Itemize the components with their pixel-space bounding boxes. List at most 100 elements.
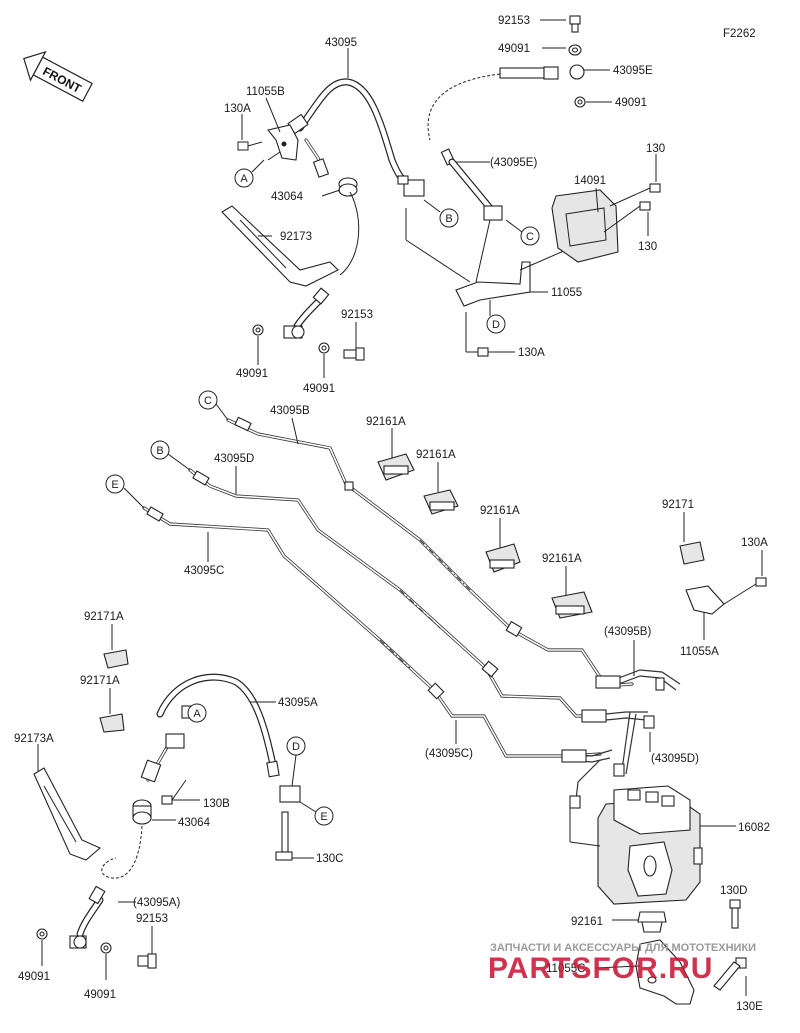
label-11055: 11055 <box>551 287 582 299</box>
hose-block-fitting <box>165 733 185 749</box>
label-92161a: 92161A <box>416 449 456 461</box>
bolt-130-icon <box>603 201 651 233</box>
svg-text:D: D <box>292 741 300 753</box>
label-92161: 92161 <box>571 916 603 928</box>
label-92161a: 92161A <box>542 553 582 565</box>
label-130e: 130E <box>736 1001 763 1013</box>
svg-text:B: B <box>156 445 163 457</box>
label-11055b: 11055B <box>246 86 285 98</box>
grommet-43064-icon <box>132 799 152 825</box>
label-92171a: 92171A <box>84 611 124 623</box>
banjo-bolt-92153-icon <box>137 953 157 969</box>
svg-text:B: B <box>445 213 452 225</box>
clamp-92161a-icon <box>423 489 459 515</box>
banjo-bolt-92153-icon <box>343 347 365 361</box>
label-92161a: 92161A <box>480 505 520 517</box>
label-130a: 130A <box>741 537 768 549</box>
clamp-92171a-icon <box>103 649 129 669</box>
label-11055c: 11055C <box>546 963 585 975</box>
label-92161a: 92161A <box>366 416 406 428</box>
label-49091: 49091 <box>615 97 647 109</box>
connector-e <box>314 806 334 826</box>
label-49091: 49091 <box>303 383 335 395</box>
svg-text:A: A <box>240 173 248 185</box>
label-130a: 130A <box>518 347 545 359</box>
label-43064: 43064 <box>271 191 304 203</box>
clamp-92161a-icon <box>485 543 521 573</box>
svg-text:D: D <box>492 319 500 331</box>
svg-text:C: C <box>204 395 212 407</box>
brake-pipe-43095c <box>142 506 602 758</box>
label-49091: 49091 <box>236 368 268 380</box>
bracket-11055 <box>455 261 531 307</box>
label-43095d: 43095D <box>214 453 254 465</box>
bracket-92173a <box>33 767 102 861</box>
label-43095: 43095 <box>325 37 357 49</box>
hose-block-fitting <box>403 179 425 197</box>
label-130d: 130D <box>720 885 748 897</box>
clamp-92161a-icon <box>551 591 593 619</box>
bolt-130a-icon <box>237 141 263 151</box>
banjo-bolt-92153-icon <box>569 15 581 33</box>
svg-text:E: E <box>320 811 327 823</box>
connector-d <box>486 314 506 334</box>
connector-b <box>439 208 459 228</box>
label-49091: 49091 <box>84 989 116 1001</box>
banjo-fitting-icon <box>283 325 305 339</box>
label-43095a-ref: (43095A) <box>133 897 180 909</box>
pipe-joint <box>595 675 621 689</box>
bolt-130c-icon <box>275 811 293 861</box>
bolt-130e-icon <box>713 957 747 991</box>
label-49091: 49091 <box>18 971 50 983</box>
bracket-11055c <box>635 939 695 1005</box>
label-130a: 130A <box>224 103 251 115</box>
label-43095b: 43095B <box>270 405 310 417</box>
bolt-130d-icon <box>729 899 741 929</box>
label-92153: 92153 <box>341 309 373 321</box>
connector-a <box>187 703 207 723</box>
label-130: 130 <box>638 241 657 253</box>
svg-text:C: C <box>526 231 534 243</box>
svg-text:E: E <box>111 479 118 491</box>
bolt-130a-icon <box>465 312 489 357</box>
grommet-43064-icon <box>338 177 358 197</box>
abs-modulator-16082 <box>597 785 703 905</box>
label-43095c-ref: (43095C) <box>425 748 473 760</box>
watermark-line1: ЗАПЧАСТИ И АКСЕССУАРЫ ДЛЯ МОТОТЕХНИКИ <box>490 942 756 954</box>
connector-a <box>234 168 254 188</box>
label-11055a: 11055A <box>680 646 719 658</box>
label-43064: 43064 <box>178 817 211 829</box>
label-92171: 92171 <box>662 499 694 511</box>
label-92173a: 92173A <box>14 733 54 745</box>
label-130b: 130B <box>203 798 230 810</box>
label-14091: 14091 <box>574 175 606 187</box>
label-49091: 49091 <box>498 43 530 55</box>
label-43095a: 43095A <box>278 697 318 709</box>
connector-c <box>198 390 218 410</box>
bolt-130-icon <box>609 183 661 207</box>
hose-fitting-43095e <box>499 67 545 79</box>
clamp-92161a-icon <box>377 453 415 481</box>
clamp-92171a-icon <box>99 713 125 733</box>
bracket-92173 <box>221 205 339 287</box>
connector-e <box>105 474 125 494</box>
connector-c <box>520 226 540 246</box>
svg-text:A: A <box>193 708 201 720</box>
watermark-logo: PARTSFOR.RU <box>488 952 713 985</box>
bracket-11055a <box>685 585 725 615</box>
label-130: 130 <box>646 143 665 155</box>
label-92171a: 92171A <box>80 675 120 687</box>
figure-code: F2262 <box>723 28 756 40</box>
hose-block-fitting <box>279 785 301 803</box>
label-43095c: 43095C <box>184 565 224 577</box>
damper-92161-icon <box>637 911 667 933</box>
banjo-fitting-icon <box>69 935 87 949</box>
cover-14091 <box>551 189 619 263</box>
label-43095d-ref: (43095D) <box>651 753 699 765</box>
hose-block-fitting <box>483 205 503 221</box>
label-92153: 92153 <box>136 913 168 925</box>
label-92173: 92173 <box>280 231 312 243</box>
clamp-92171-icon <box>679 541 705 565</box>
connector-b <box>150 440 170 460</box>
